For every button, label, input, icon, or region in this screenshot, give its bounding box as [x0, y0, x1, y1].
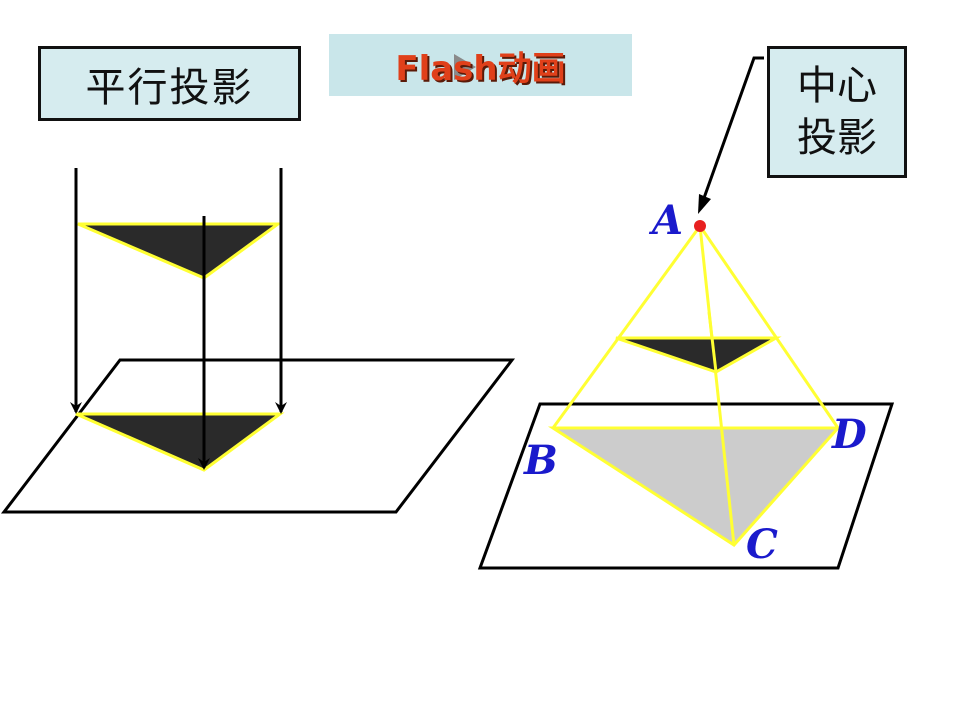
parallel-plane	[0, 358, 516, 514]
flash-animation-button[interactable]: Flash动画	[329, 34, 632, 96]
ray-a-to-c-over	[707, 311, 718, 373]
ray-a-to-b	[551, 225, 702, 429]
central-projection-label: 中心 投影	[767, 46, 907, 178]
parallel-upper-triangle	[77, 222, 283, 280]
central-shadow-triangle	[547, 426, 842, 547]
central-projection-line2: 投影	[797, 115, 877, 161]
parallel-projection-label: 平行投影	[38, 46, 301, 121]
central-pointer-arrowhead	[698, 194, 711, 214]
central-projection-line1: 中心	[797, 63, 877, 109]
flash-animation-label: Flash动画	[395, 48, 566, 89]
central-middle-triangle	[615, 336, 782, 374]
point-d-label: D	[831, 411, 867, 458]
central-plane	[477, 402, 895, 570]
play-icon	[454, 54, 476, 80]
parallel-projection-text: 平行投影	[85, 64, 254, 111]
ray-a-to-d	[698, 225, 840, 429]
ray-a-to-c	[698, 225, 736, 546]
parallel-lower-triangle	[75, 412, 285, 472]
point-b-label: B	[523, 437, 558, 484]
point-a-marker	[694, 220, 706, 232]
point-c-label: C	[746, 521, 778, 568]
central-pointer-line	[702, 56, 764, 199]
point-a-label: A	[648, 197, 683, 244]
